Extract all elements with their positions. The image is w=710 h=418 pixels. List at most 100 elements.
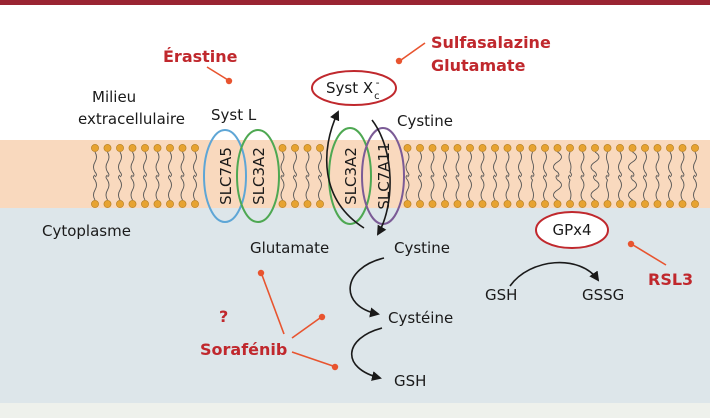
lipid-tail-upper bbox=[480, 151, 485, 178]
lipid-tail-upper bbox=[143, 151, 147, 178]
lipid-head-lower bbox=[641, 200, 649, 208]
lipid-tail-lower bbox=[143, 174, 147, 201]
lipid-tail-lower bbox=[553, 174, 562, 201]
lipid-head-lower bbox=[603, 200, 612, 208]
lipid-head-lower bbox=[153, 200, 162, 208]
lipid-head-lower bbox=[453, 200, 462, 208]
lipid-tail-lower bbox=[643, 174, 647, 201]
lipid-tail-upper bbox=[405, 151, 410, 178]
lipid-tail-lower bbox=[443, 174, 447, 201]
lipid-tail-lower bbox=[618, 174, 622, 201]
cystine-inside-label: Cystine bbox=[394, 239, 450, 257]
lipid-tail-lower bbox=[680, 174, 685, 201]
lipid-tail-upper bbox=[531, 151, 535, 178]
lipid-tail-lower bbox=[118, 174, 122, 201]
lipid-tail-lower bbox=[655, 174, 660, 201]
sorafenib-inhibitor-line-down bbox=[291, 351, 334, 367]
lipid-tail-upper bbox=[668, 151, 672, 178]
lipid-tail-lower bbox=[693, 174, 697, 201]
slc3a2-right-ring bbox=[328, 127, 372, 225]
slc3a2-left-label: SLC3A2 bbox=[250, 147, 268, 205]
lipid-head-lower bbox=[478, 200, 487, 208]
lipid-tail-lower bbox=[568, 174, 572, 201]
lipid-tail-upper bbox=[443, 151, 447, 178]
lipid-head-upper bbox=[541, 144, 549, 152]
lipid-head-lower bbox=[678, 200, 687, 208]
sorafenib-inhibitor-line-right bbox=[291, 317, 321, 339]
lipid-tail-lower bbox=[668, 174, 672, 201]
lipid-head-upper bbox=[591, 144, 599, 152]
gsh-bottom-label: GSH bbox=[394, 372, 426, 390]
sulfasalazine-inhibitor-line bbox=[400, 42, 426, 61]
lipid-head-lower bbox=[91, 200, 99, 208]
question-mark: ? bbox=[219, 307, 228, 326]
lipid-tail-upper bbox=[193, 151, 197, 178]
lipid-head-upper bbox=[653, 144, 662, 152]
lipid-tail-lower bbox=[530, 174, 534, 201]
lipid-head-upper bbox=[553, 144, 562, 152]
lipid-head-upper bbox=[278, 144, 287, 152]
lipid-head-upper bbox=[628, 144, 637, 152]
lipid-head-upper bbox=[166, 144, 174, 152]
rsl3-inhibitor-dot bbox=[627, 240, 635, 248]
lipid-tail-lower bbox=[293, 174, 297, 201]
lipid-tail-upper bbox=[293, 151, 297, 178]
lipid-tail-upper bbox=[553, 151, 562, 178]
lipid-head-lower bbox=[553, 200, 562, 208]
lipid-head-lower bbox=[166, 200, 174, 208]
lipid-tail-upper bbox=[493, 151, 497, 178]
region-extracellular-line2: extracellulaire bbox=[78, 110, 185, 128]
lipid-head-upper bbox=[103, 144, 112, 152]
lipid-tail-lower bbox=[168, 174, 172, 201]
lipid-head-upper bbox=[428, 144, 437, 152]
lipid-tail-upper bbox=[180, 151, 185, 178]
lipid-head-lower bbox=[278, 200, 287, 208]
gssg-label: GSSG bbox=[582, 286, 624, 304]
lipid-head-upper bbox=[416, 144, 424, 152]
gsh-to-gssg-arrow bbox=[509, 261, 600, 287]
lipid-bilayer bbox=[91, 144, 699, 208]
lipid-tail-lower bbox=[628, 174, 637, 201]
lipid-tail-lower bbox=[418, 174, 422, 201]
lipid-tail-lower bbox=[480, 174, 485, 201]
lipid-head-lower bbox=[291, 200, 299, 208]
glutamate-inside-label: Glutamate bbox=[250, 239, 329, 257]
lipid-head-upper bbox=[503, 144, 512, 152]
lipid-head-upper bbox=[403, 144, 412, 152]
lipid-tail-upper bbox=[643, 151, 647, 178]
lipid-head-lower bbox=[653, 200, 662, 208]
lipid-tail-upper bbox=[118, 151, 122, 178]
lipid-tail-upper bbox=[606, 151, 610, 178]
lipid-head-upper bbox=[603, 144, 612, 152]
lipid-head-upper bbox=[691, 144, 699, 152]
lipid-head-lower bbox=[503, 200, 512, 208]
lipid-head-upper bbox=[91, 144, 99, 152]
lipid-head-upper bbox=[616, 144, 624, 152]
gsh-right-label: GSH bbox=[485, 286, 517, 304]
lipid-head-lower bbox=[141, 200, 149, 208]
sorafenib-inhibitor-dot-right bbox=[318, 313, 326, 321]
lipid-head-upper bbox=[441, 144, 449, 152]
lipid-head-upper bbox=[291, 144, 299, 152]
lipid-tail-upper bbox=[468, 151, 472, 178]
lipid-head-lower bbox=[491, 200, 499, 208]
lipid-tail-lower bbox=[405, 174, 410, 201]
lipid-head-upper bbox=[141, 144, 149, 152]
lipid-tail-upper bbox=[155, 151, 160, 178]
lipid-head-lower bbox=[516, 200, 524, 208]
lipid-head-upper bbox=[316, 144, 324, 152]
lipid-head-upper bbox=[528, 144, 537, 152]
lipid-head-lower bbox=[691, 200, 699, 208]
lipid-head-upper bbox=[153, 144, 162, 152]
lipid-tail-upper bbox=[93, 151, 97, 178]
lipid-tail-lower bbox=[590, 174, 600, 201]
sorafenib-inhibitor-dot-down bbox=[331, 363, 339, 371]
lipid-head-lower bbox=[616, 200, 624, 208]
lipid-tail-upper bbox=[130, 151, 135, 178]
sorafenib-label: Sorafénib bbox=[200, 340, 287, 359]
slc7a5-ring bbox=[203, 129, 247, 223]
cystine-outside-label: Cystine bbox=[397, 112, 453, 130]
lipid-head-lower bbox=[103, 200, 112, 208]
lipid-head-lower bbox=[666, 200, 674, 208]
